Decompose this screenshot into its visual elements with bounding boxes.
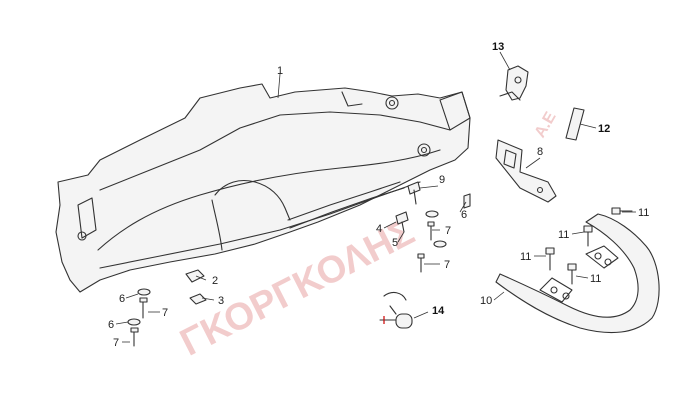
callout-11b: 11 xyxy=(558,229,569,241)
screw-part-7 xyxy=(130,327,139,347)
washer-part-6 xyxy=(425,210,439,218)
screw-part-9 xyxy=(407,181,421,205)
callout-12: 12 xyxy=(598,123,610,135)
washer-part-6 xyxy=(433,240,447,248)
washer-part-6 xyxy=(127,318,141,326)
callout-7c: 7 xyxy=(162,307,168,319)
callout-8: 8 xyxy=(537,146,543,158)
sticker-part-12 xyxy=(565,107,585,141)
callout-9: 9 xyxy=(439,174,445,186)
bolt-part-11 xyxy=(567,263,577,285)
callout-5: 5 xyxy=(392,237,398,249)
connector-part-14 xyxy=(379,291,413,329)
bolt-part-11 xyxy=(545,247,555,271)
clip-part-6 xyxy=(463,193,471,209)
callout-6c: 6 xyxy=(108,319,114,331)
screw-part-7 xyxy=(417,253,425,273)
callout-7a: 7 xyxy=(445,225,451,237)
nut-part-3 xyxy=(189,293,207,305)
watermark-suffix: Α.Ε xyxy=(532,109,560,141)
screw-part-7 xyxy=(139,297,148,319)
callout-7d: 7 xyxy=(113,337,119,349)
bracket-part-8 xyxy=(495,139,557,203)
clip-part-13 xyxy=(499,65,529,101)
washer-part-6 xyxy=(137,288,151,296)
callout-6a: 6 xyxy=(461,209,467,221)
fasteners xyxy=(127,181,633,347)
screw-part-7 xyxy=(427,221,435,241)
leader-lines xyxy=(115,51,636,343)
nut-part-2 xyxy=(185,269,205,283)
callout-11a: 11 xyxy=(638,207,649,219)
callout-14: 14 xyxy=(432,305,445,317)
callout-13: 13 xyxy=(492,41,504,53)
callout-1: 1 xyxy=(277,65,283,77)
grab-rail-part-10 xyxy=(495,213,660,334)
screw-part-4 xyxy=(395,211,409,233)
callout-11c: 11 xyxy=(520,251,531,263)
callout-2: 2 xyxy=(212,275,218,287)
callout-4: 4 xyxy=(376,223,382,235)
callout-7b: 7 xyxy=(444,259,450,271)
rear-fender-part-1 xyxy=(55,83,471,293)
callout-10: 10 xyxy=(480,295,492,307)
bolt-part-11 xyxy=(611,207,633,215)
callout-6b: 6 xyxy=(119,293,125,305)
callout-11d: 11 xyxy=(590,273,601,285)
bolt-part-11 xyxy=(583,225,593,247)
callout-3: 3 xyxy=(218,295,224,307)
